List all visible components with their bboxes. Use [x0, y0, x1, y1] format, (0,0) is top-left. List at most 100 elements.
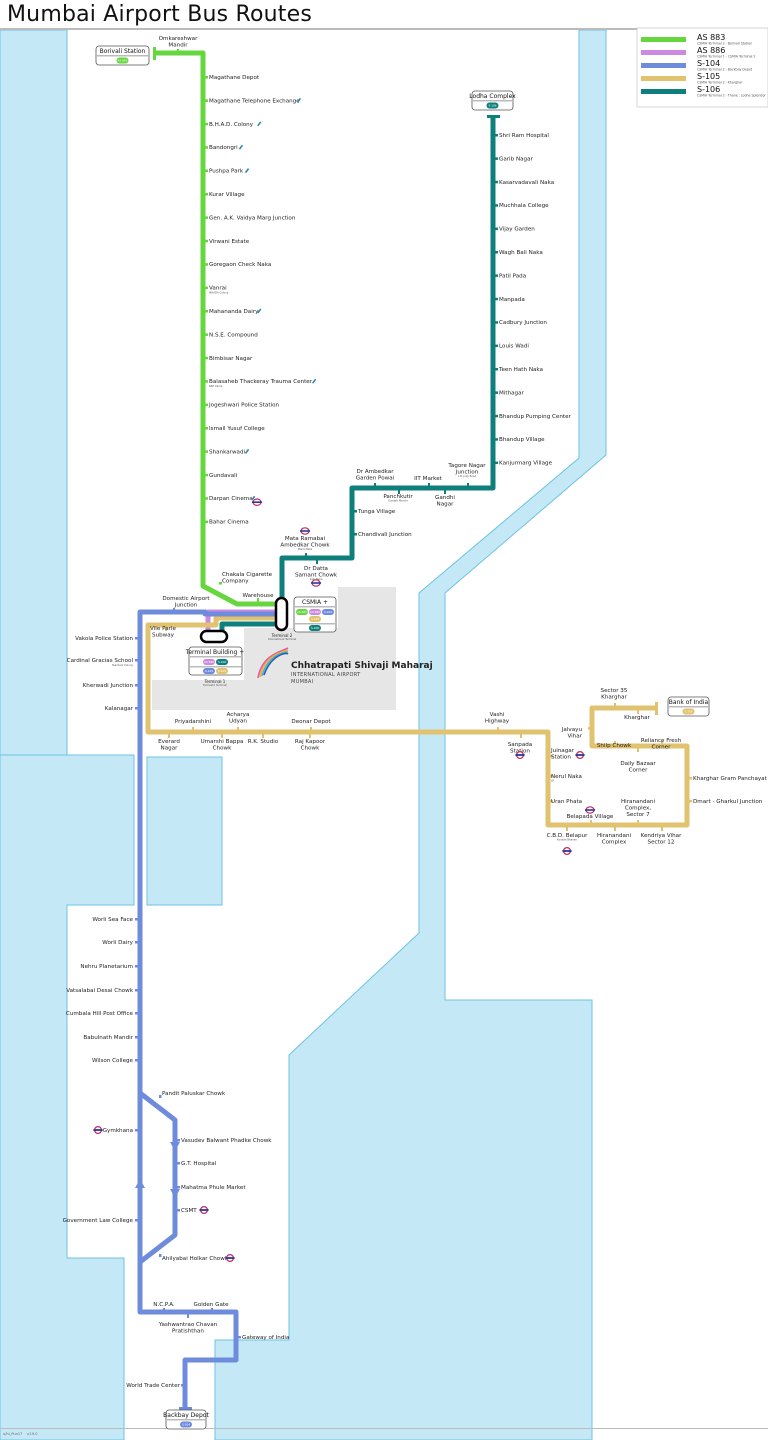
- route-line-s104: [137, 609, 278, 1264]
- stop-label: Garden Powai: [356, 476, 395, 482]
- stop-label: Cumbala Hill Post Office: [66, 1011, 134, 1017]
- bottom-border: [0, 1428, 768, 1429]
- stop-label: Mahananda Dairy: [209, 309, 259, 315]
- stop-tick: [135, 965, 138, 968]
- stop-sublabel: Marol Naka: [298, 547, 313, 551]
- stop-label: Gundavali: [209, 473, 238, 479]
- stop-tick: [310, 727, 312, 731]
- stop-label: Garib Nagar: [499, 156, 534, 162]
- divider: [295, 606, 335, 608]
- water-thane-creek: [214, 29, 607, 1440]
- stop-label: Belapada Village: [567, 814, 614, 820]
- route-badge: [682, 708, 695, 715]
- stop-tick: [205, 310, 208, 313]
- route-badge: [216, 659, 228, 665]
- stop-tick: [205, 356, 208, 360]
- stop-label: Sector 12: [648, 840, 675, 846]
- route-badge-label: AS 883: [118, 59, 128, 63]
- stop-label: Gandhi: [435, 495, 455, 501]
- stop-tick: [135, 707, 138, 710]
- stop-tick: [495, 134, 498, 137]
- stop-label: Sanpada: [508, 742, 532, 748]
- stop-tick: [495, 321, 498, 324]
- airport-grounds-east: [338, 587, 396, 710]
- stop-tick: [495, 204, 498, 207]
- stop-label: Shri Ram Hospital: [499, 133, 549, 139]
- stop-label: Dr Ambedkar: [356, 469, 394, 475]
- water-mahim-creek: [146, 756, 223, 906]
- footer: u/hi_Pun17 v.19.0: [3, 1432, 37, 1436]
- stop-label: Domestic Airport: [162, 596, 210, 602]
- route-badge: [116, 57, 129, 64]
- stop-label: Balasaheb Thackeray Trauma Center: [209, 379, 313, 385]
- route-line-s105: [145, 615, 690, 828]
- metro-line-icon: [312, 378, 317, 384]
- stop-label: Nagar: [437, 502, 455, 508]
- route-badge: [309, 609, 321, 615]
- stop-label: Worli Dairy: [102, 940, 133, 946]
- stop-label: Company: [222, 579, 249, 585]
- stop-sublabel: SRP Camp: [209, 384, 223, 388]
- stop-label: B.H.A.D. Colony: [209, 122, 254, 128]
- stop-tick: [316, 560, 318, 564]
- stop-tick: [550, 800, 553, 803]
- rail-bar: [515, 754, 525, 756]
- stop-label: Patil Pada: [499, 273, 526, 279]
- footer-version: v.19.0: [26, 1432, 38, 1436]
- route-badge-label: S-104: [205, 669, 213, 673]
- stop-tick: [205, 122, 208, 126]
- stop-tick: [590, 820, 592, 824]
- stop-tick: [495, 297, 498, 301]
- stop-tick: [689, 800, 692, 803]
- stop-label: Babulnath Mandir: [83, 1035, 133, 1041]
- stop-label: Subway: [152, 633, 175, 639]
- stop-tick: [354, 533, 357, 536]
- route-badge-label: S-106: [311, 626, 319, 630]
- airport-city: MUMBAI: [291, 679, 313, 685]
- stop-label: Pratishthan: [172, 1329, 204, 1335]
- divider: [167, 1419, 205, 1421]
- metro-line-icon: [244, 448, 250, 454]
- stop-label: Kurar Village: [209, 192, 245, 198]
- terminal-1-name: Terminal Building +: [185, 649, 245, 656]
- route-badge-label: S-105: [311, 617, 319, 621]
- stop-label: Bandongri: [209, 145, 238, 151]
- stop-tick: [135, 1036, 138, 1039]
- stop-label: Ambedkar Chowk: [280, 543, 330, 549]
- route-badge: [203, 659, 215, 665]
- stop-label: Mithagar: [499, 390, 525, 396]
- stop-label: Corner: [629, 768, 649, 774]
- stop-tick: [444, 490, 446, 494]
- route-badge-label: S-105: [684, 710, 692, 714]
- terminus-bar: [487, 115, 500, 118]
- rail-bar: [562, 850, 572, 852]
- stop-label: Wagh Bali Naka: [499, 250, 543, 256]
- stop-label: Udyan: [229, 719, 247, 725]
- stop-tick: [205, 263, 208, 266]
- water-west-north: [0, 29, 68, 756]
- route-line-s106: [219, 118, 496, 636]
- stop-tick: [257, 598, 259, 602]
- stop-label: Ismail Yusuf College: [209, 426, 265, 432]
- stop-tick: [173, 608, 175, 612]
- stop-tick: [495, 227, 498, 231]
- legend-swatch: [641, 76, 686, 81]
- stop-tick: [205, 146, 208, 149]
- stop-tick: [177, 1209, 180, 1212]
- stop-tick: [205, 239, 208, 243]
- stop-label: Vanrai: [209, 286, 227, 292]
- stop-tick: [428, 483, 430, 487]
- stop-label: Dr Datta: [304, 566, 328, 572]
- stop-label: Vile Parle: [150, 626, 176, 632]
- stop-tick: [135, 1129, 138, 1132]
- metro-bar: [311, 582, 321, 584]
- stop-tick: [305, 553, 307, 557]
- stop-label: Magathane Depot: [209, 75, 260, 81]
- stop-label: Tagore Nagar: [447, 463, 486, 469]
- stop-tick: [181, 1384, 184, 1387]
